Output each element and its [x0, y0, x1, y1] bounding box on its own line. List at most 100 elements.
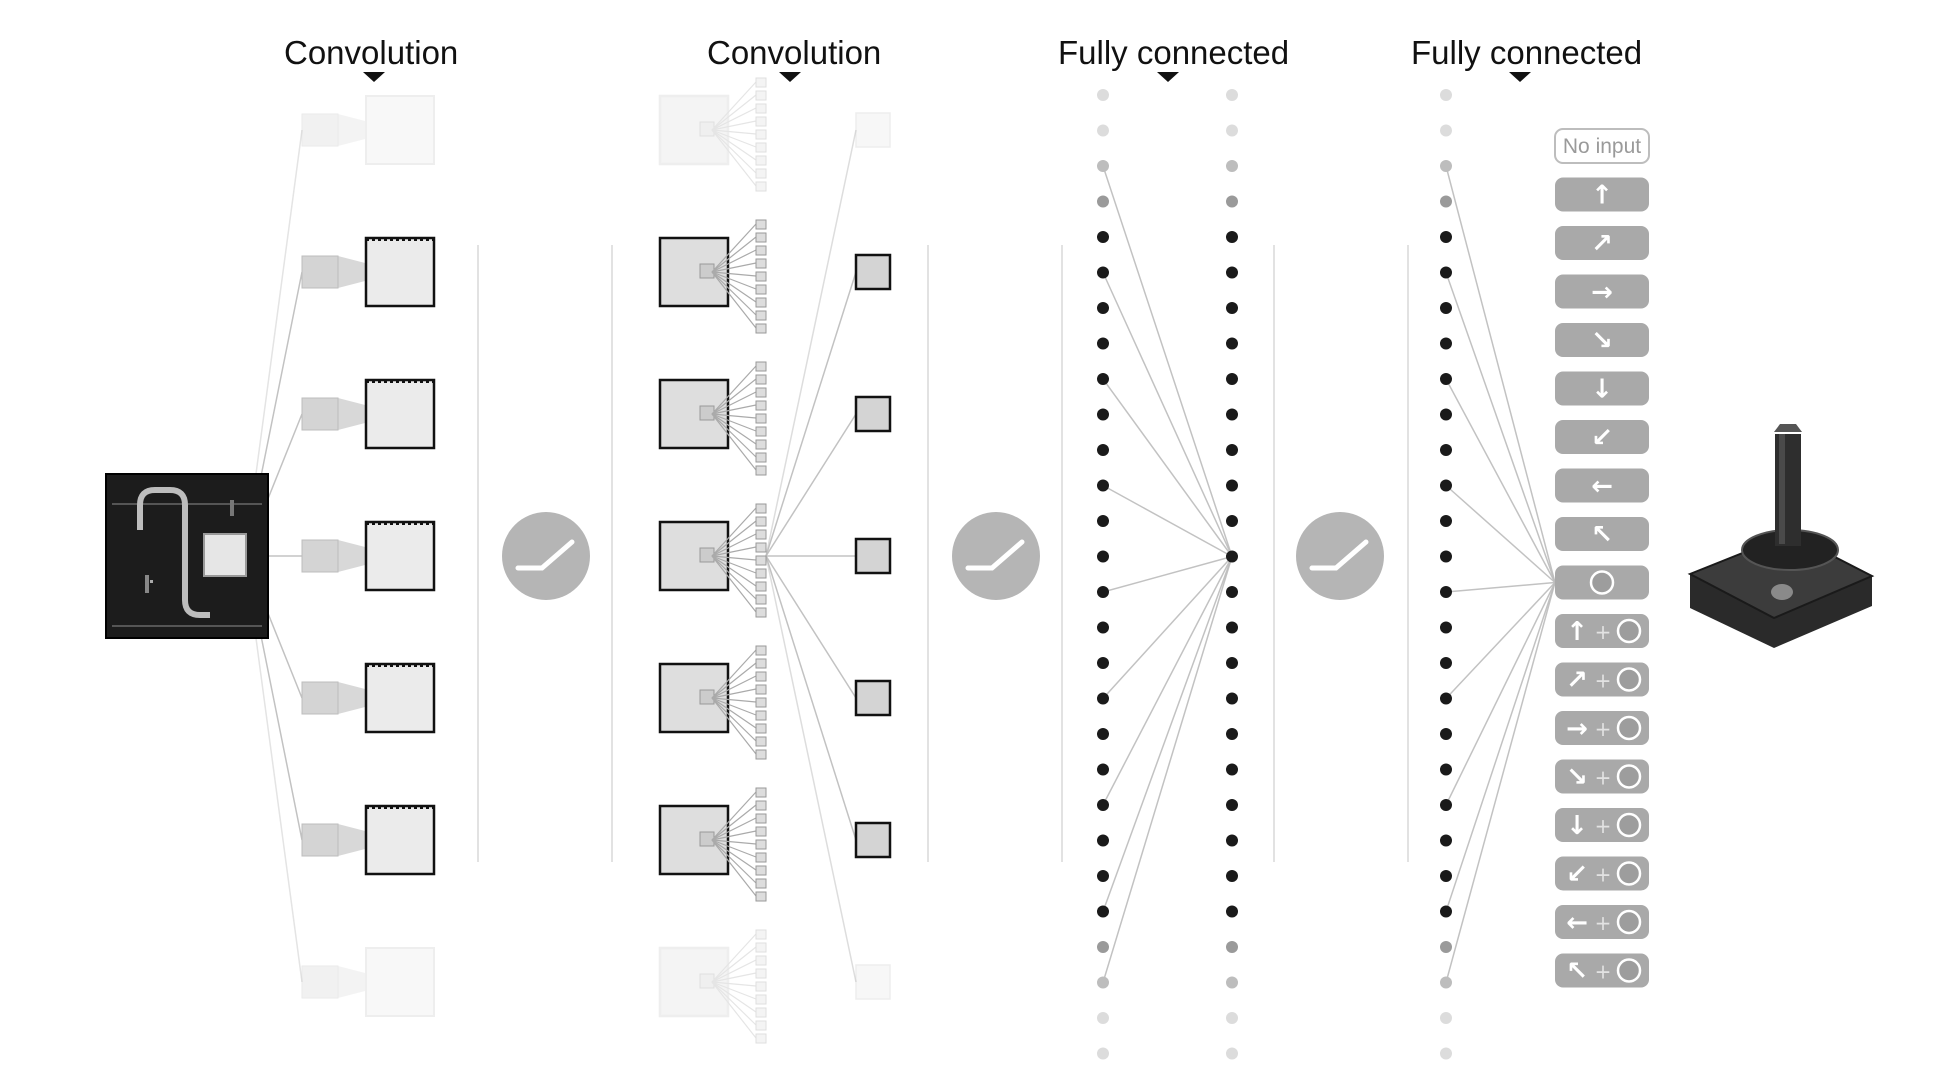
filter-line — [711, 271, 757, 316]
filter-cell — [755, 155, 767, 166]
fire-button-icon — [1616, 715, 1642, 741]
fc2-node — [1440, 976, 1452, 989]
conv2-output-line — [765, 555, 857, 983]
filter-line — [711, 520, 757, 557]
action-box — [1555, 226, 1649, 260]
conv1-unit — [301, 520, 436, 592]
fc1-connection-line — [1102, 165, 1233, 557]
fc2-node — [1440, 373, 1452, 385]
direction-arrow-icon: ↖ — [1591, 520, 1613, 550]
action-down-fire: ↓+ — [1555, 808, 1649, 842]
fc1-node — [1097, 195, 1109, 208]
fc2-node — [1440, 763, 1452, 776]
fc1-node — [1097, 373, 1109, 385]
header-arrow-fc2 — [1509, 72, 1531, 82]
fc2-node — [1440, 337, 1452, 350]
action-left: ← — [1555, 468, 1649, 503]
fc1-node — [1097, 657, 1109, 669]
fc2-node — [1440, 834, 1452, 847]
joystick-icon — [1687, 424, 1875, 648]
conv2-output-map — [855, 112, 891, 148]
filter-line — [711, 107, 757, 131]
relu-circle — [1296, 512, 1384, 600]
action-up-right: ↗ — [1555, 226, 1649, 260]
fc2-node — [1440, 89, 1452, 101]
fc1-node — [1097, 337, 1109, 350]
fc2-connection-line — [1445, 378, 1556, 583]
fc1-node — [1097, 302, 1109, 314]
filter-line — [711, 413, 757, 419]
filter-cell — [755, 503, 767, 514]
conv2-receptive-field — [699, 263, 715, 279]
fc1-node — [1097, 550, 1109, 563]
conv2-output-map — [854, 395, 892, 433]
filter-cell — [755, 103, 767, 114]
filter-cell — [755, 852, 767, 863]
header-fc2: Fully connected — [1411, 34, 1643, 71]
conv2-unit — [658, 361, 892, 476]
fc1-node — [1097, 124, 1109, 137]
fc2-node — [1440, 195, 1452, 208]
fc1-connection-line — [1102, 556, 1233, 983]
filter-cell — [755, 374, 767, 385]
filter-cell — [755, 645, 767, 656]
filter-line — [711, 697, 757, 742]
fc1-node — [1097, 160, 1109, 172]
action-fire — [1555, 565, 1649, 600]
fc2-node — [1440, 479, 1452, 492]
filter-cell — [755, 955, 767, 966]
conv1-feature-map — [364, 378, 436, 450]
action-box — [1555, 517, 1649, 551]
kernel-beam — [338, 966, 400, 998]
fc2-node — [1440, 657, 1452, 669]
conv2-unit — [658, 787, 892, 902]
filter-line — [711, 972, 757, 983]
fc2-node — [1440, 231, 1452, 243]
fire-button-icon — [1616, 909, 1642, 935]
plus-icon: + — [1595, 814, 1612, 838]
header-arrow-conv2 — [779, 72, 801, 82]
filter-line — [711, 839, 757, 897]
filter-line — [711, 675, 757, 699]
direction-arrow-icon: ↗ — [1591, 229, 1613, 259]
conv1-kernel — [301, 539, 339, 573]
action-down-left-fire: ↙+ — [1555, 856, 1649, 891]
filter-cell — [755, 658, 767, 669]
filter-line — [711, 830, 757, 841]
header-conv1: Convolution — [284, 34, 459, 71]
action-down-left: ↙ — [1555, 420, 1649, 454]
filter-cell — [755, 116, 767, 127]
filter-line — [711, 129, 757, 187]
filter-cell — [755, 891, 767, 902]
fc1-node — [1226, 479, 1238, 492]
conv2-unit — [658, 219, 892, 334]
conv2-input-map — [658, 946, 730, 1018]
fc2-node — [1440, 941, 1452, 953]
filter-cell — [755, 929, 767, 940]
filter-line — [711, 839, 757, 858]
filter-line — [711, 129, 757, 135]
filter-line — [711, 365, 757, 415]
fc2-connection-line — [1445, 581, 1556, 593]
filter-cell — [755, 284, 767, 295]
conv1-unit — [301, 804, 436, 876]
conv1-kernel — [301, 681, 339, 715]
conv1-kernel — [301, 255, 339, 289]
filter-line — [711, 391, 757, 415]
direction-arrow-icon: ↑ — [1566, 617, 1588, 647]
action-down: ↓ — [1555, 371, 1649, 406]
fc1-node — [1097, 231, 1109, 243]
fc1-node — [1097, 444, 1109, 456]
header-arrow-fc1 — [1157, 72, 1179, 82]
direction-arrow-icon: ↘ — [1566, 763, 1588, 793]
action-box — [1555, 177, 1649, 212]
fire-button-icon — [1616, 618, 1642, 644]
filter-cell — [755, 271, 767, 282]
fc2-node — [1440, 444, 1452, 456]
filter-cell — [755, 129, 767, 140]
filter-cell — [755, 581, 767, 592]
filter-cell — [755, 219, 767, 230]
conv2-receptive-field — [699, 831, 715, 847]
filter-line — [711, 981, 757, 1013]
